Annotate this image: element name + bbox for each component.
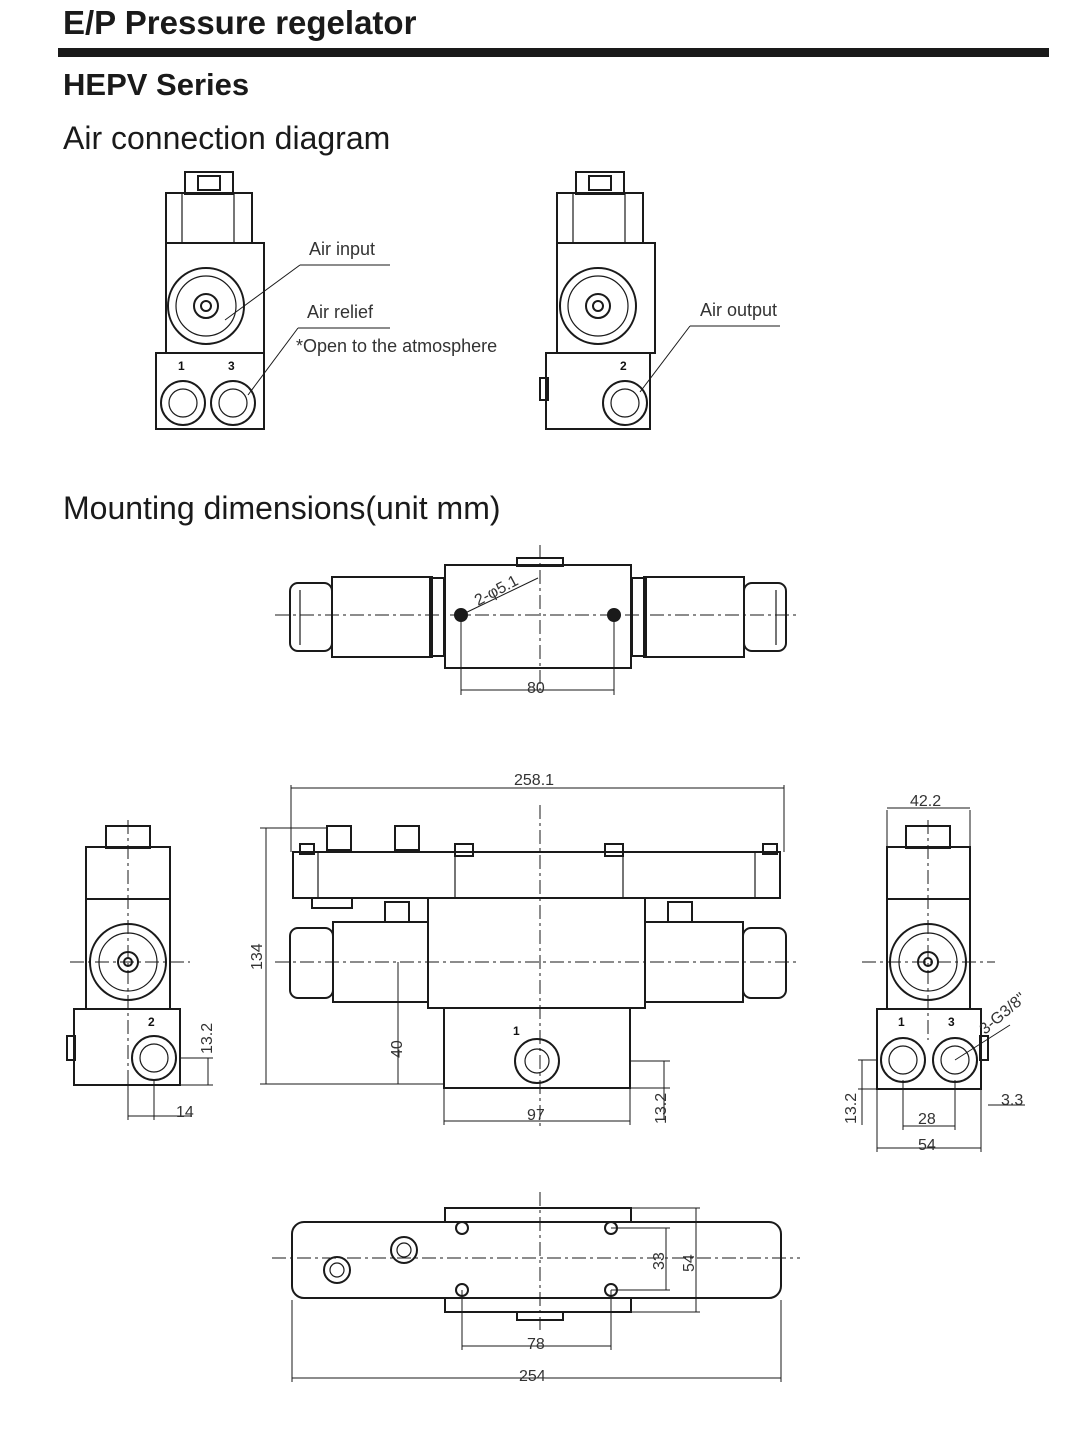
air-connection-heading: Air connection diagram (63, 120, 391, 156)
port-label: 3 (948, 1015, 955, 1029)
series-heading: HEPV Series (63, 67, 250, 102)
dim-54-side: 54 (918, 1137, 936, 1154)
dim-134: 134 (249, 943, 266, 970)
dim-78: 78 (527, 1336, 545, 1353)
bottom-view (272, 1192, 800, 1382)
valve-left-air-view (155, 171, 390, 430)
dim-258-1: 258.1 (514, 772, 554, 789)
left-side-view (66, 820, 213, 1120)
air-relief-label: Air relief (307, 302, 374, 322)
port-label: 2 (148, 1015, 155, 1029)
dim-3-3: 3.3 (1001, 1092, 1023, 1109)
air-output-label: Air output (700, 300, 777, 320)
port-label: 1 (898, 1015, 905, 1029)
mounting-heading: Mounting dimensions(unit mm) (63, 490, 501, 526)
dim-13-2-front: 13.2 (653, 1093, 670, 1124)
dim-13-2-left: 13.2 (199, 1023, 216, 1054)
dim-80: 80 (527, 680, 545, 697)
dim-14: 14 (176, 1104, 194, 1121)
dim-42-2: 42.2 (910, 793, 941, 810)
thread-callout: 3-G3/8" (977, 990, 1030, 1038)
top-view (275, 545, 800, 695)
dim-97: 97 (527, 1107, 545, 1124)
right-side-view (858, 807, 1025, 1152)
atmosphere-note: *Open to the atmosphere (296, 336, 497, 356)
dim-54-bottom: 54 (681, 1254, 698, 1272)
dim-13-2-right: 13.2 (843, 1093, 860, 1124)
port-label: 2 (620, 359, 627, 373)
dim-254: 254 (519, 1368, 546, 1385)
port-label: 3 (228, 359, 235, 373)
port-label: 1 (513, 1024, 520, 1038)
air-input-label: Air input (309, 239, 375, 259)
title-rule (58, 48, 1049, 57)
port-label: 1 (178, 359, 185, 373)
dim-40: 40 (389, 1040, 406, 1058)
front-view (260, 785, 800, 1130)
dim-28: 28 (918, 1111, 936, 1128)
hole-callout: 2-φ5.1 (472, 572, 521, 609)
valve-right-air-view (539, 171, 780, 430)
page-title: E/P Pressure regelator (63, 4, 417, 41)
dim-33: 33 (651, 1252, 668, 1270)
